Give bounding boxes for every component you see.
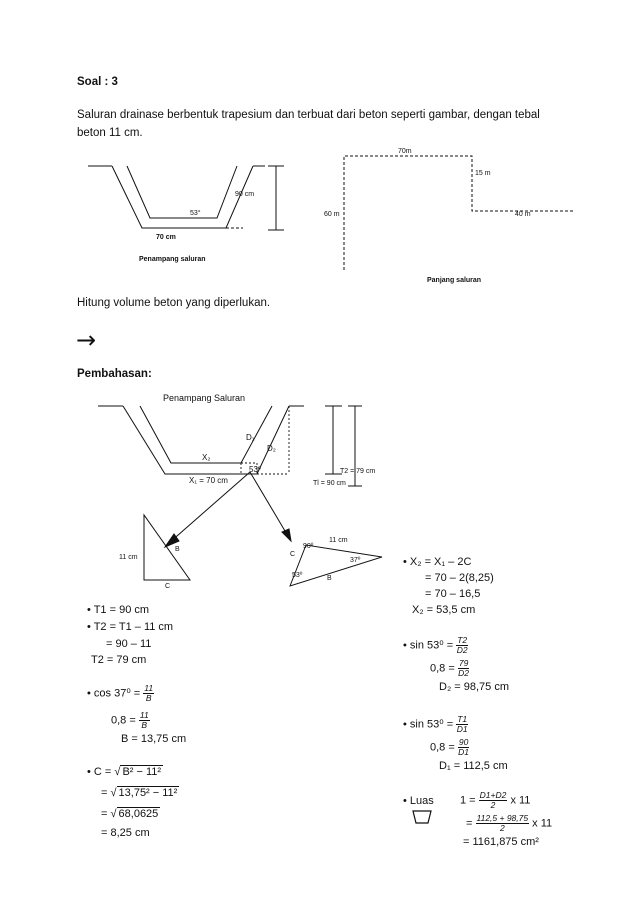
tri-left-c: C — [165, 583, 171, 590]
calc-luas-3: = 1161,875 cm² — [463, 836, 539, 848]
calc-sin1-c: D₂ = 98,75 cm — [439, 681, 509, 693]
fig2-caption: Panjang saluran — [427, 277, 482, 284]
fig3-angle-label: 53º — [249, 465, 261, 474]
fig2-top-label: 70m — [398, 148, 412, 155]
fig1-angle-label: 53° — [190, 210, 201, 217]
tri-left-side: 11 cm — [119, 554, 138, 561]
calc-c-1: • C = √B² − 11² — [87, 765, 164, 778]
problem-line-1: Saluran drainase berbentuk trapesium dan… — [77, 109, 540, 121]
arrow-icon: → — [76, 326, 97, 354]
problem-line-2: beton 11 cm. — [77, 127, 143, 139]
fig2-step-label: 15 m — [475, 170, 491, 177]
tri-right-37: 37º — [350, 557, 361, 564]
fig1-height-label: 90 cm — [235, 191, 255, 198]
calc-x2-d: X₂ = 53,5 cm — [412, 604, 476, 616]
pembahasan-title: Pembahasan: — [77, 368, 152, 380]
calc-sin2-c: D₁ = 112,5 cm — [439, 760, 508, 772]
tri-right-53: 53º — [292, 572, 303, 579]
fig3-d2-label: D₂ — [267, 444, 276, 453]
tri-left-b: B — [175, 546, 180, 553]
calc-t2-c: T2 = 79 cm — [91, 654, 147, 666]
calc-t1: • T1 = 90 cm — [87, 604, 150, 616]
fig2-bottom-right-label: 40 m — [515, 211, 531, 218]
calc-x2-b: = 70 – 2(8,25) — [425, 572, 494, 584]
calc-x2-c: = 70 – 16,5 — [425, 588, 481, 600]
calc-t2-a: • T2 = T1 – 11 cm — [87, 621, 174, 633]
fig3-d1-label: D₁ — [246, 433, 255, 442]
right-triangle — [289, 544, 383, 587]
fig3-t2-label: T2 = 79 cm — [340, 468, 376, 475]
calc-x2-a: • X₂ = X₁ – 2C — [403, 556, 472, 568]
fig3-x1-label: X₁ = 70 cm — [189, 476, 228, 485]
question-text: Hitung volume beton yang diperlukan. — [77, 297, 271, 309]
soal-title: Soal : 3 — [77, 76, 118, 88]
fig1-bottom-width: 70 cm — [156, 234, 176, 241]
fig3-caption: Penampang Saluran — [163, 393, 246, 403]
left-triangle — [143, 513, 191, 581]
fig3-t1-label: Tl = 90 cm — [313, 480, 346, 487]
calc-c-3: = √68,0625 — [101, 807, 161, 820]
tri-right-side: 11 cm — [329, 537, 348, 544]
calc-t2-b: = 90 – 11 — [106, 638, 152, 650]
calc-c-result: = 8,25 cm — [101, 827, 150, 839]
tri-right-90: 90º — [303, 543, 314, 550]
fig2-left-label: 60 m — [324, 211, 340, 218]
tri-right-b: B — [327, 575, 332, 582]
tri-right-c: C — [290, 551, 296, 558]
calc-cos-3: B = 13,75 cm — [121, 733, 187, 745]
fig3-x2-label: X₂ — [202, 453, 211, 462]
fig1-caption: Penampang saluran — [139, 256, 206, 263]
calc-c-2: = √13,75² − 11² — [101, 786, 180, 799]
calc-luas-label: • Luas — [403, 795, 434, 807]
